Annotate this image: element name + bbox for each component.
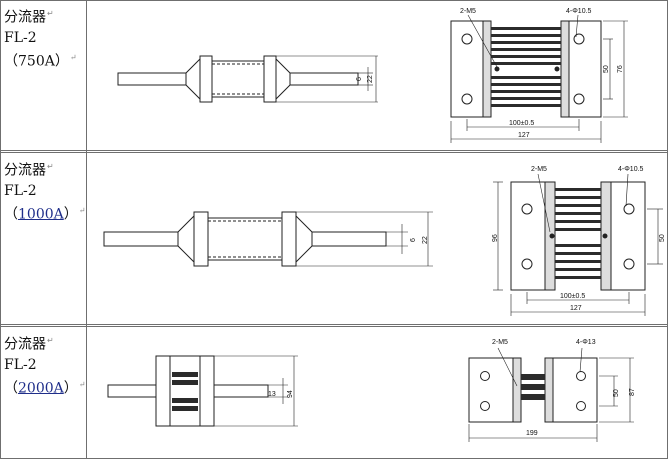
paragraph-mark: ↵ (78, 379, 86, 389)
block-right (199, 355, 215, 427)
mount-hole (573, 33, 585, 45)
label-cell: 分流器↵ FL-2 （2000A）↵ (4, 336, 86, 397)
dim-overall: 127 (570, 305, 582, 312)
label-thread: 2-M5 (531, 166, 547, 173)
table-row: 分流器↵ FL-2 （750A）↵ (1, 1, 667, 150)
row-divider (0, 150, 668, 153)
label-hole: 4-Φ10.5 (618, 166, 644, 173)
label-cell: 分流器↵ FL-2 （1000A）↵ (4, 162, 86, 223)
mount-hole (480, 371, 490, 381)
label-thread: 2-M5 (460, 8, 476, 15)
paragraph-mark: ↵ (47, 162, 54, 171)
block-right (281, 211, 297, 267)
terminal-right (311, 231, 387, 247)
product-name: 分流器 (4, 9, 46, 26)
dim-thickness: 6 (356, 77, 363, 81)
strip-stack (169, 355, 201, 427)
dim-overall: 127 (518, 132, 530, 139)
model-label: FL-2 (4, 29, 37, 46)
terminal-left (117, 72, 187, 86)
taper-left (177, 214, 195, 264)
taper-right (295, 214, 313, 264)
paragraph-mark: ↵ (69, 52, 77, 62)
mount-hole (573, 93, 585, 105)
dim-pitch: 50 (659, 234, 666, 242)
taper-left (185, 57, 201, 101)
manganin-strips (521, 374, 545, 400)
column-divider (86, 0, 87, 459)
rating-link[interactable]: 1000A (18, 206, 64, 223)
manganin-strips (491, 27, 561, 107)
table-border-top (0, 0, 668, 1)
block-left (155, 355, 171, 427)
rating-link[interactable]: 2000A (18, 380, 64, 397)
block-left (193, 211, 209, 267)
dim-thickness: 6 (410, 238, 417, 242)
terminal-right (213, 384, 269, 398)
plan-view (468, 347, 634, 442)
table-row: 分流器↵ FL-2 （2000A）↵ (1, 328, 667, 458)
label-cell: 分流器↵ FL-2 （750A）↵ (1, 1, 87, 150)
manganin-strip (211, 60, 265, 98)
dim-inner: 100±0.5 (509, 120, 534, 127)
model-label: FL-2 (4, 356, 37, 373)
shunt-drawing-750a: 6 22 (117, 8, 628, 143)
label-thread: 2-M5 (492, 339, 508, 346)
product-name: 分流器 (4, 162, 46, 179)
plan-view (493, 173, 663, 316)
table-row: 分流器↵ FL-2 （1000A）↵ (1, 154, 667, 324)
product-name: 分流器 (4, 336, 46, 353)
label-hole: 4-Φ13 (576, 339, 596, 346)
dim-inner: 100±0.5 (560, 293, 585, 300)
manganin-strips (172, 372, 198, 411)
model-label: FL-2 (4, 182, 37, 199)
plan-view (450, 14, 628, 143)
row-divider (0, 324, 668, 327)
mount-hole (576, 401, 586, 411)
terminal-left (107, 384, 163, 398)
terminal-right (289, 72, 359, 86)
block-left (199, 55, 213, 103)
drawing-cell: 6 22 (88, 154, 667, 324)
side-view (103, 211, 433, 267)
dim-block-height: 94 (287, 390, 294, 398)
side-view (107, 355, 298, 427)
mount-hole (576, 371, 586, 381)
dim-height: 96 (492, 234, 499, 242)
dim-pitch: 50 (613, 389, 620, 397)
paragraph-mark: ↵ (47, 9, 54, 18)
paragraph-mark: ↵ (78, 205, 86, 215)
mount-hole (461, 33, 473, 45)
taper-right (275, 57, 291, 101)
mount-hole (480, 401, 490, 411)
mount-hole (461, 93, 473, 105)
dim-block-height: 22 (422, 236, 429, 244)
dim-height: 76 (617, 65, 624, 73)
dim-height: 87 (629, 388, 636, 396)
manganin-strip (207, 217, 283, 261)
shunt-drawing-2000a: 13 94 (107, 339, 636, 442)
side-view (117, 55, 378, 103)
block-right (263, 55, 277, 103)
manganin-strips (555, 188, 601, 279)
drawing-cell: 6 22 (88, 1, 667, 150)
dim-block-height: 22 (367, 75, 374, 83)
dim-thickness: 13 (268, 391, 276, 398)
mount-hole (521, 258, 533, 270)
mount-hole (623, 203, 635, 215)
paragraph-mark: ↵ (47, 336, 54, 345)
mount-hole (623, 258, 635, 270)
mount-hole (521, 203, 533, 215)
terminal-block-left (468, 357, 514, 423)
dim-pitch: 50 (603, 65, 610, 73)
drawing-cell: 13 94 (88, 328, 667, 458)
shunt-drawing-1000a: 6 22 (103, 166, 666, 316)
terminal-left (103, 231, 179, 247)
label-hole: 4-Φ10.5 (566, 8, 592, 15)
dim-overall: 199 (526, 430, 538, 437)
table-border-left (0, 0, 1, 459)
rating-label: 750A (18, 53, 55, 70)
terminal-block-right (552, 357, 598, 423)
